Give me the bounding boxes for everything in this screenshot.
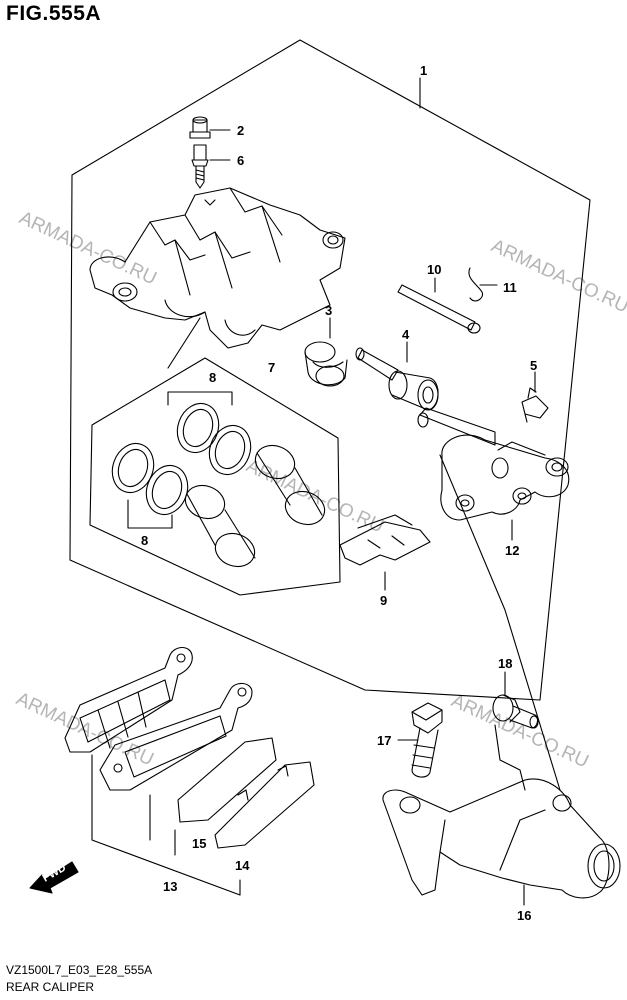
retaining-clip xyxy=(521,387,549,423)
sleeve xyxy=(355,347,439,411)
guide-line xyxy=(494,724,526,791)
pistons xyxy=(184,444,326,568)
forward-arrow-icon: FWD xyxy=(29,861,79,894)
seal-kit-frame xyxy=(89,357,341,596)
figure-caption: REAR CALIPER xyxy=(6,980,95,994)
callout-5: 5 xyxy=(530,358,537,373)
pad-spring xyxy=(339,514,431,566)
mounting-bolt xyxy=(411,702,443,778)
leader-lines xyxy=(209,77,536,906)
caliper-bracket xyxy=(417,407,570,521)
caliper-holder xyxy=(382,778,621,899)
watermark-text: ARMADA-CO.RU xyxy=(488,235,627,317)
leader-line xyxy=(167,317,201,369)
callout-4: 4 xyxy=(402,327,410,342)
watermark-text: ARMADA-CO.RU xyxy=(448,690,592,772)
callout-12: 12 xyxy=(505,543,519,558)
bracket-line xyxy=(149,794,176,856)
watermark-text: ARMADA-CO.RU xyxy=(16,207,160,289)
callout-7: 7 xyxy=(268,360,275,375)
callout-labels: 1 2 6 3 4 5 7 8 8 9 10 11 12 13 14 15 16… xyxy=(141,63,537,923)
bleeder-cap xyxy=(189,116,211,139)
bracket-line xyxy=(167,391,233,406)
pad-shims xyxy=(177,737,315,849)
watermark-text: ARMADA-CO.RU xyxy=(13,688,157,770)
callout-18: 18 xyxy=(498,656,512,671)
callout-15: 15 xyxy=(192,836,206,851)
callout-14: 14 xyxy=(235,858,250,873)
pad-pin xyxy=(397,284,481,334)
pin-clip xyxy=(468,267,498,302)
brake-pads xyxy=(64,646,253,791)
callout-6: 6 xyxy=(237,153,244,168)
callout-3: 3 xyxy=(325,303,332,318)
callout-1: 1 xyxy=(420,63,427,78)
callout-17: 17 xyxy=(377,733,391,748)
callout-10: 10 xyxy=(427,262,441,277)
bracket-line xyxy=(127,499,173,529)
piston-seals xyxy=(111,402,252,516)
assembly-frame xyxy=(69,39,591,701)
figure-title: FIG.555A xyxy=(6,2,102,25)
figure-code: VZ1500L7_E03_E28_555A xyxy=(6,963,153,977)
bracket-line xyxy=(91,754,241,896)
stopper-bolt xyxy=(492,694,539,729)
bleeder-valve xyxy=(191,144,209,189)
caliper-body xyxy=(89,187,346,349)
boot xyxy=(304,341,348,387)
callout-8-top: 8 xyxy=(209,370,216,385)
callout-9: 9 xyxy=(380,593,387,608)
callout-13: 13 xyxy=(163,879,177,894)
callout-2: 2 xyxy=(237,123,244,138)
guide-line xyxy=(439,454,561,791)
callout-11: 11 xyxy=(503,280,517,295)
callout-16: 16 xyxy=(517,908,531,923)
callout-8-bottom: 8 xyxy=(141,533,148,548)
